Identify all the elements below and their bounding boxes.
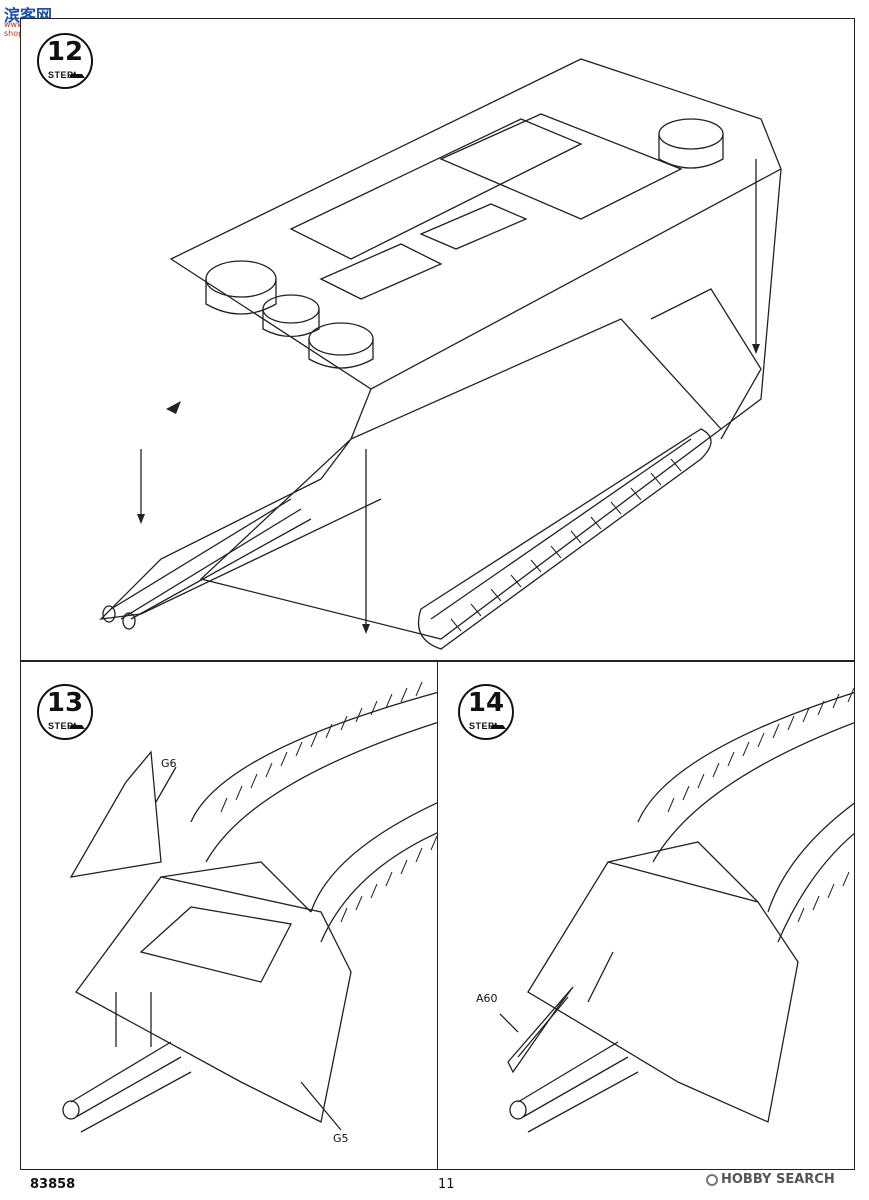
step-13-number: 13 bbox=[46, 688, 84, 718]
step-14-number: 14 bbox=[467, 688, 505, 718]
step-14-tank-drawing bbox=[499, 687, 854, 1133]
step-13-tank-drawing bbox=[62, 681, 437, 1133]
hobby-search-watermark: HOBBY SEARCH bbox=[706, 1172, 835, 1187]
doc-number: 83858 bbox=[30, 1177, 76, 1192]
step-12-panel: 12 STEP bbox=[20, 18, 855, 661]
step-12-badge: 12 STEP bbox=[37, 33, 93, 89]
step-12-tank-drawing bbox=[99, 58, 782, 650]
step-14-panel: 14 STEP A60 bbox=[437, 661, 855, 1170]
step-13-badge: 13 STEP bbox=[37, 684, 93, 740]
step-14-label: STEP bbox=[469, 721, 495, 731]
tank-icon bbox=[490, 722, 506, 729]
tank-icon bbox=[69, 71, 85, 78]
part-label-g6: G6 bbox=[161, 757, 177, 770]
step-12-label: STEP bbox=[48, 70, 74, 80]
step-14-badge: 14 STEP bbox=[458, 684, 514, 740]
step-13-panel: 13 STEP G6 G5 bbox=[20, 661, 438, 1170]
logo-ring-icon bbox=[706, 1174, 718, 1186]
page-number: 11 bbox=[438, 1177, 455, 1192]
watermark-text: HOBBY SEARCH bbox=[721, 1172, 835, 1187]
step-12-number: 12 bbox=[46, 37, 84, 67]
tank-icon bbox=[69, 722, 85, 729]
part-label-g5: G5 bbox=[333, 1132, 349, 1145]
part-label-a60: A60 bbox=[476, 992, 498, 1005]
step-13-label: STEP bbox=[48, 721, 74, 731]
